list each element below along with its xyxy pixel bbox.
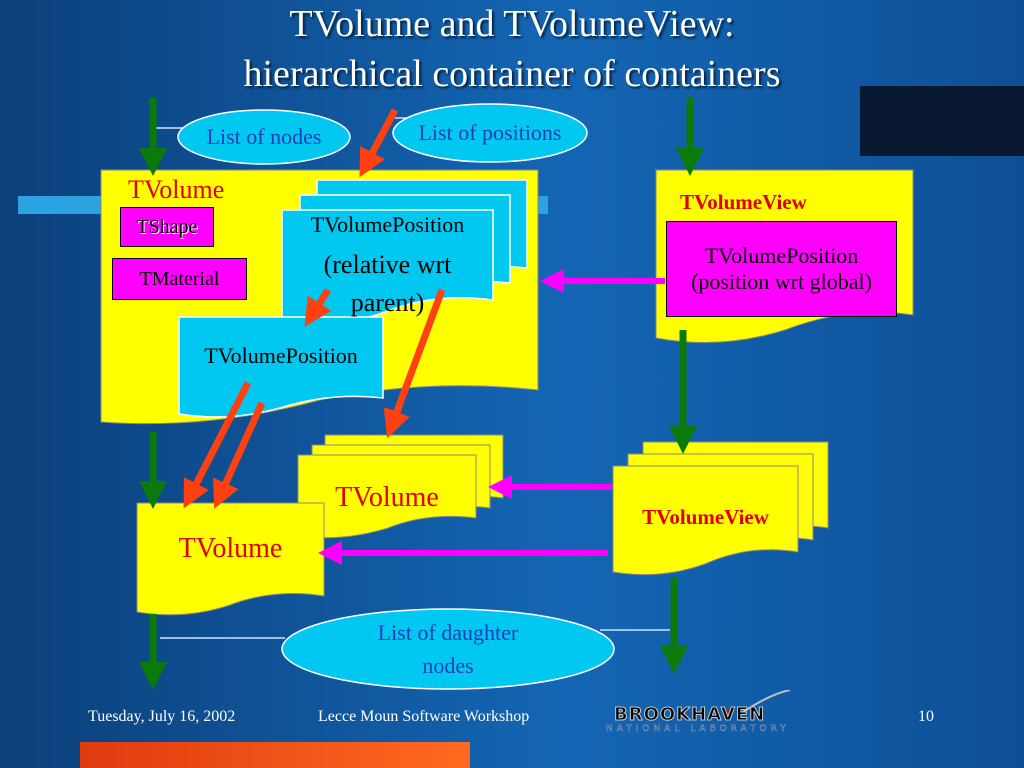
red-arrow-positions [359, 108, 399, 178]
tvolume-daughter-label: TVolume [178, 533, 283, 564]
tvolume-stack-label: TVolume [335, 482, 439, 513]
tvv-position-label-2: (position wrt global) [691, 269, 872, 294]
tmaterial-label: TMaterial [139, 267, 220, 290]
tvv-position-label-1: TVolumePosition [704, 243, 859, 268]
tvp-front-label: TVolumePosition [204, 343, 358, 368]
list-of-daughter-label-2: nodes [422, 653, 474, 678]
red-arrow-tvp-front-1 [304, 288, 332, 327]
tvolume-main-label: TVolume [128, 175, 225, 204]
tshape-label: TShape [136, 215, 198, 238]
logo-swoosh [727, 690, 791, 715]
list-of-nodes-ellipse [177, 109, 351, 165]
slide-title-line2: hierarchical container of containers [243, 53, 781, 95]
list-of-nodes-label: List of nodes [206, 124, 322, 149]
tvv-stack-front [612, 465, 799, 576]
tvp-stack-label-2: (relative wrt [323, 250, 452, 279]
tvolume-daughter-shape [136, 502, 325, 616]
tvolumeview-stack-label: TVolumeView [642, 505, 769, 529]
footer-date: Tuesday, July 16, 2002 [88, 708, 236, 725]
logo-line2: NATIONAL LABORATORY [606, 724, 790, 734]
tvv-position-box: TVolumePosition (position wrt global) [666, 221, 897, 317]
red-arrow-stack-to-tvolume [383, 288, 446, 439]
list-of-positions-ellipse [392, 103, 588, 163]
logo-line1: BROOKHAVEN [613, 704, 766, 726]
list-of-positions-label: List of positions [418, 120, 562, 145]
tvp-front-shape [178, 316, 384, 418]
red-arrow-tvp-to-daughter-2 [213, 401, 266, 509]
slide-title-line1: TVolume and TVolumeView: [289, 3, 735, 45]
footer-page-number: 10 [918, 708, 934, 725]
brookhaven-logo: BROOKHAVEN NATIONAL LABORATORY [600, 690, 840, 740]
tvp-stack-label-3: parent) [350, 288, 425, 317]
red-arrow-tvp-to-daughter-1 [183, 381, 252, 509]
tvolumeview-main-label: TVolumeView [680, 190, 807, 214]
footer-event: Lecce Moun Software Workshop [318, 708, 530, 725]
tmaterial-box: TMaterial [112, 258, 247, 300]
bg-dark-band-right [860, 86, 1024, 156]
tvp-stack-label-1: TVolumePosition [310, 212, 465, 237]
list-of-daughter-ellipse [281, 608, 615, 690]
bg-orange-band [80, 742, 470, 768]
tshape-box: TShape [120, 207, 214, 247]
list-of-daughter-label-1: List of daughter [377, 620, 519, 645]
